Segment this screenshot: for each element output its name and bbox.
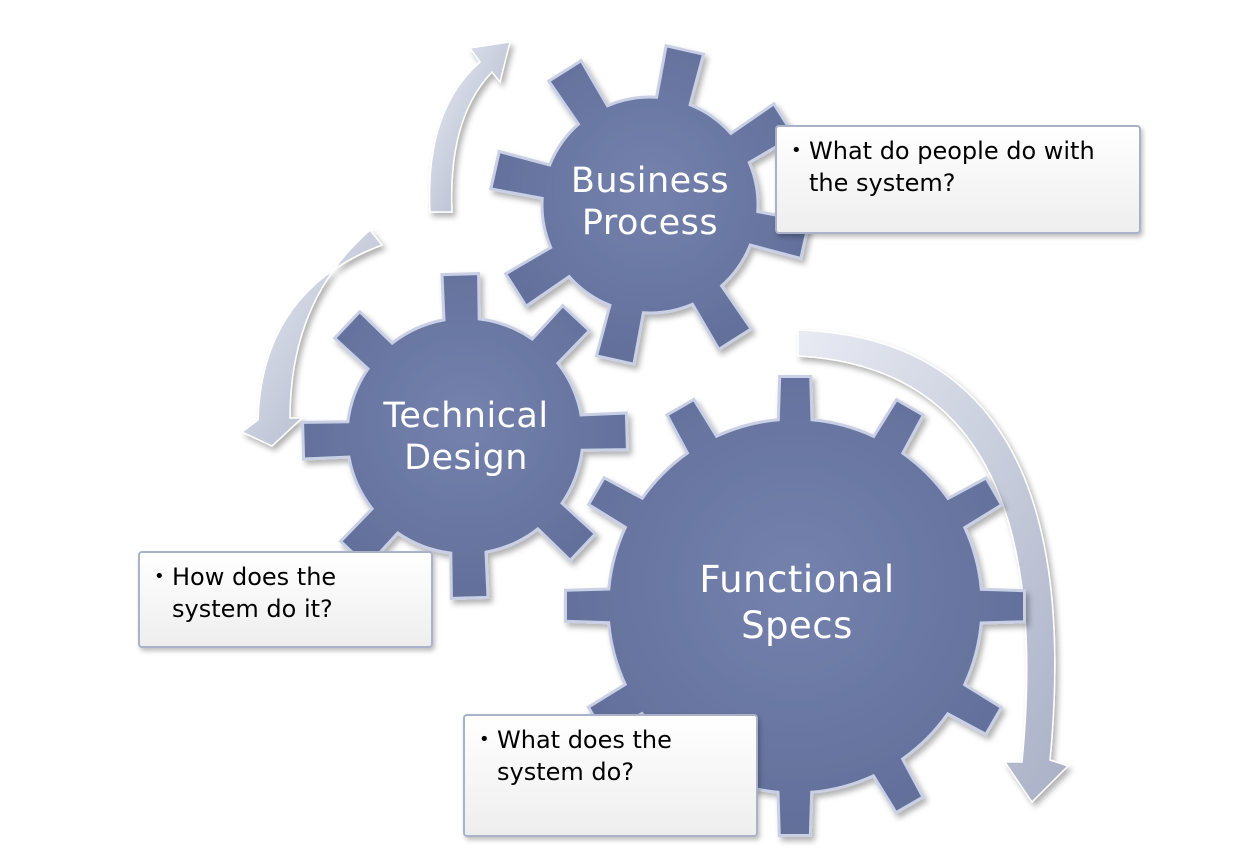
gear-technical-design bbox=[301, 272, 629, 600]
gear-label-functional-specs: Functional Specs bbox=[699, 557, 894, 649]
gear-label-line: Business bbox=[570, 161, 730, 201]
callout-text: What do people do with the system? bbox=[809, 137, 1095, 197]
callout-functional-specs: • What does the system do? bbox=[463, 714, 758, 837]
bullet: • bbox=[154, 566, 165, 587]
arrow-right-curve bbox=[797, 329, 1070, 804]
arrow-left-curve bbox=[240, 228, 384, 447]
arrow-up-curve bbox=[428, 41, 512, 213]
callout-business-process: • What do people do with the system? bbox=[775, 125, 1141, 234]
callout-text: What does the system do? bbox=[497, 726, 672, 786]
gear-label-line: Process bbox=[581, 203, 719, 243]
gear-label-technical-design: Technical Design bbox=[383, 395, 548, 479]
gear-label-line: Functional bbox=[699, 558, 895, 601]
callout-text: How does the system do it? bbox=[172, 563, 337, 623]
gear-label-business-process: Business Process bbox=[571, 160, 729, 244]
bullet: • bbox=[791, 140, 802, 161]
gear-label-line: Technical bbox=[383, 396, 549, 436]
bullet: • bbox=[479, 729, 490, 750]
gear-business-process bbox=[488, 43, 812, 367]
gear-label-line: Design bbox=[404, 438, 528, 478]
gear-label-line: Specs bbox=[741, 604, 853, 647]
callout-technical-design: • How does the system do it? bbox=[138, 551, 433, 648]
